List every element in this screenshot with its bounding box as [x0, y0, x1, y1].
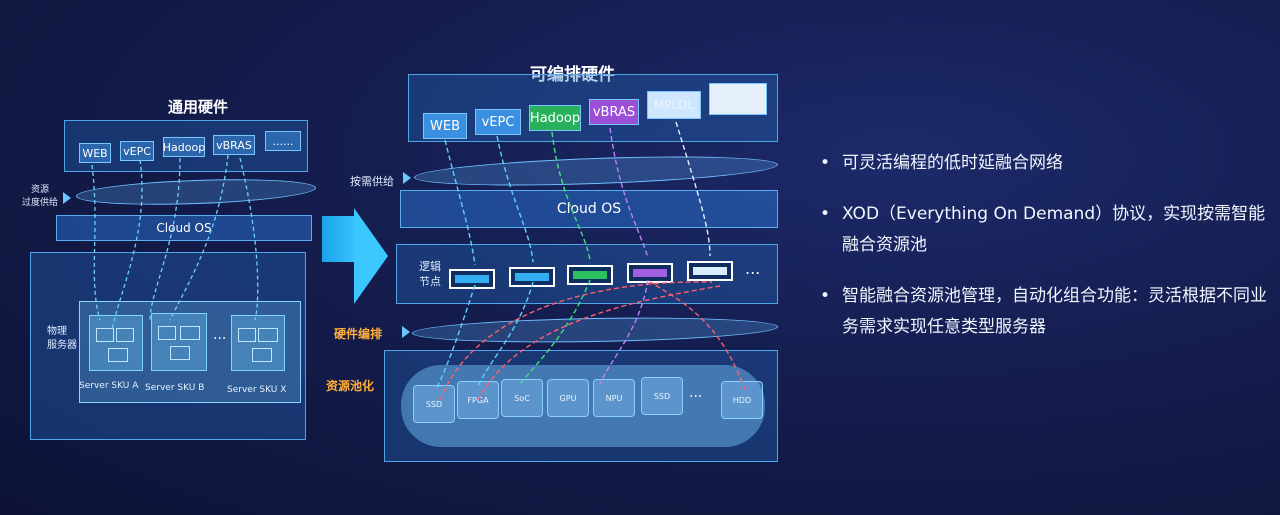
server-b-chip: [158, 326, 176, 340]
logic-node: [449, 269, 495, 289]
resource-pool-cloud: [401, 365, 765, 447]
transition-arrow-icon: [322, 216, 356, 262]
logic-node-fill: [515, 273, 549, 281]
logic-node: [567, 265, 613, 285]
left-physical-label: 物理 服务器: [47, 325, 77, 353]
left-overprovision-line1: 资源: [31, 185, 50, 195]
right-app-blank: [709, 83, 767, 115]
logic-node-line2: 节点: [419, 275, 441, 288]
left-overprovision-line2: 过度供给: [22, 198, 59, 208]
pool-chip-ssd-2: SSD: [641, 377, 683, 415]
pool-ellipsis: ...: [689, 385, 703, 401]
pool-chip-gpu: GPU: [547, 379, 589, 417]
left-app-web: WEB: [79, 143, 111, 163]
on-demand-label: 按需供给: [350, 175, 394, 188]
right-app-hadoop: Hadoop: [529, 105, 581, 131]
left-physical-line2: 服务器: [47, 340, 77, 351]
pool-chip-ssd: SSD: [413, 385, 455, 423]
left-apps-container: WEB vEPC Hadoop vBRAS ......: [64, 120, 308, 172]
logic-node-label: 逻辑 节点: [419, 259, 441, 289]
hw-orchestration-triangle-icon: [402, 326, 410, 338]
logic-nodes-ellipsis: ...: [745, 259, 761, 278]
server-sku-a-label: Server SKU A: [79, 381, 139, 391]
server-sku-b: [151, 313, 207, 371]
bullet-low-latency: 可灵活编程的低时延融合网络: [818, 148, 1268, 179]
right-app-vbras: vBRAS: [589, 99, 639, 125]
right-app-mpldl: MPLDL: [647, 91, 701, 119]
server-x-chip: [238, 328, 256, 342]
logic-node-fill: [693, 267, 727, 275]
right-cloud-os-bar: Cloud OS: [400, 190, 778, 228]
logic-node-fill: [573, 271, 607, 279]
right-app-web: WEB: [423, 113, 467, 139]
left-physical-line1: 物理: [47, 326, 67, 337]
server-sku-b-label: Server SKU B: [145, 383, 205, 393]
left-app-vepc: vEPC: [120, 141, 154, 161]
left-cloud-os-bar: Cloud OS: [56, 215, 312, 241]
left-server-group: [79, 301, 301, 403]
logic-node-fill: [455, 275, 489, 283]
left-physical-container: 物理 服务器 ... Server SKU A Server SKU B Ser…: [30, 252, 306, 440]
server-sku-x-label: Server SKU X: [227, 385, 287, 395]
right-app-vepc: vEPC: [475, 109, 521, 135]
left-app-vbras: vBRAS: [213, 135, 255, 155]
server-b-chip: [170, 346, 190, 360]
pool-chip-hdd: HDD: [721, 381, 763, 419]
resource-pool-label: 资源池化: [326, 379, 375, 393]
server-sku-x: [231, 315, 285, 371]
server-ellipsis: ...: [213, 327, 227, 343]
resource-pool-container: SSD FPGA SoC GPU NPU SSD ... HDD: [384, 350, 778, 462]
server-x-chip: [252, 348, 272, 362]
left-app-more: ......: [265, 131, 301, 151]
right-panel-title: 可编排硬件: [530, 65, 615, 85]
bullet-pool-management: 智能融合资源池管理，自动化组合功能：灵活根据不同业务需求实现任意类型服务器: [818, 281, 1268, 343]
bullet-xod-protocol: XOD（Everything On Demand）协议，实现按需智能融合资源池: [818, 199, 1268, 261]
pool-chip-npu: NPU: [593, 379, 635, 417]
pool-chip-soc: SoC: [501, 379, 543, 417]
server-a-chip: [96, 328, 114, 342]
left-app-hadoop: Hadoop: [163, 137, 205, 157]
server-a-chip: [116, 328, 134, 342]
server-b-chip: [180, 326, 200, 340]
logic-node-line1: 逻辑: [419, 260, 441, 273]
feature-bullet-list: 可灵活编程的低时延融合网络 XOD（Everything On Demand）协…: [818, 148, 1268, 363]
left-overprovision-label: 资源 过度供给: [22, 184, 58, 210]
right-apps-container: WEB vEPC Hadoop vBRAS MPLDL: [408, 74, 778, 142]
left-triangle-icon: [63, 192, 71, 204]
server-x-chip: [258, 328, 278, 342]
logic-nodes-container: 逻辑 节点 ...: [396, 244, 778, 304]
logic-node-fill: [633, 269, 667, 277]
logic-node: [687, 261, 733, 281]
left-panel-title: 通用硬件: [168, 98, 229, 116]
transition-arrow-head-icon: [354, 208, 388, 304]
server-sku-a: [89, 315, 143, 371]
left-connection-arrows: [91, 154, 259, 331]
server-a-chip: [108, 348, 128, 362]
hw-orchestration-label: 硬件编排: [334, 327, 383, 341]
on-demand-triangle-icon: [403, 172, 411, 184]
right-connection-arrows: [435, 121, 746, 401]
